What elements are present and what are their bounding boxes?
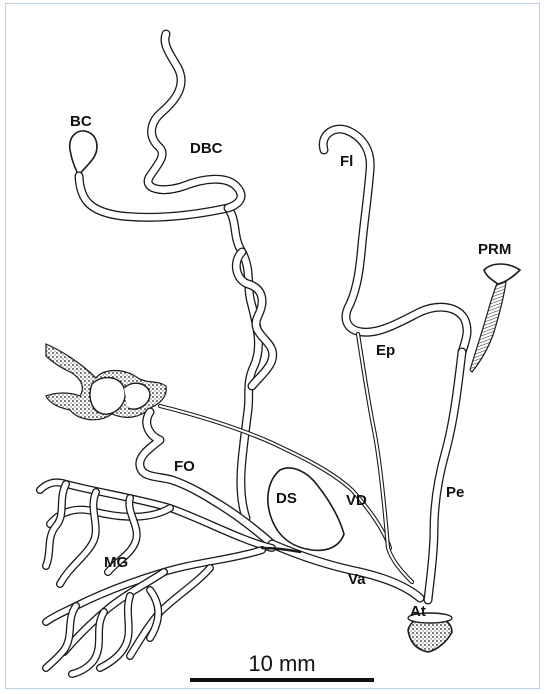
label-prm: PRM	[478, 241, 511, 258]
penis	[428, 352, 462, 600]
penial-retractor-muscle	[470, 264, 520, 372]
label-at: At	[410, 603, 426, 620]
bursa-copulatrix	[70, 131, 97, 176]
label-mg: MG	[104, 554, 128, 571]
label-dbc: DBC	[190, 140, 223, 157]
label-fo: FO	[174, 458, 195, 475]
bursa-duct	[79, 34, 273, 518]
label-fl: Fl	[340, 153, 353, 170]
vas-deferens	[358, 334, 412, 582]
label-va: Va	[348, 571, 366, 588]
scale-bar: 10 mm	[190, 651, 374, 682]
label-ep: Ep	[376, 342, 395, 359]
label-vd: VD	[346, 492, 367, 509]
scale-bar-label: 10 mm	[248, 651, 315, 676]
label-ds: DS	[276, 490, 297, 507]
scale-bar-line	[190, 678, 374, 682]
dart-sac	[268, 468, 344, 550]
label-pe: Pe	[446, 484, 464, 501]
label-bc: BC	[70, 113, 92, 130]
mucous-glands	[40, 482, 300, 674]
